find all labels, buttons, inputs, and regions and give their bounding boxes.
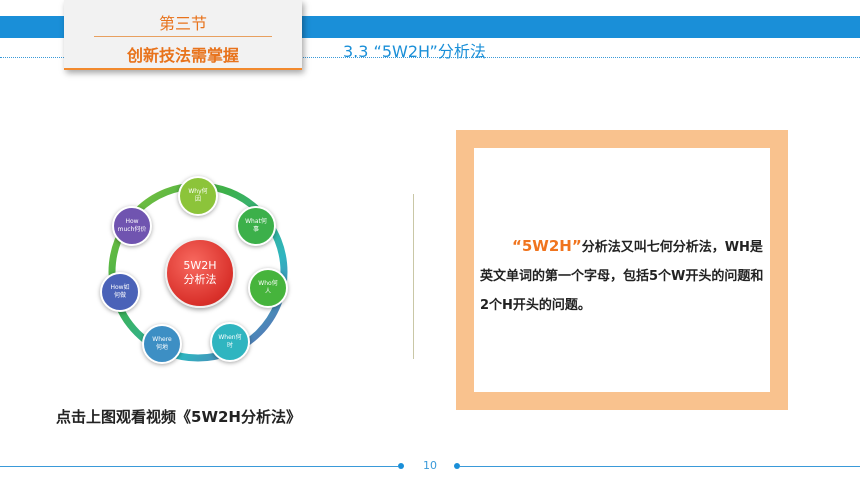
node-where: Where 何地 [142,324,182,364]
footer-dot-right [454,463,460,469]
header-dotted-line [0,57,860,58]
footer-line-right [460,466,860,467]
node-label: When何 [218,334,242,342]
center-label-line2: 分析法 [183,273,217,286]
node-label: How [125,218,139,226]
center-circle: 5W2H 分析法 [165,238,235,308]
node-label: Where [152,336,172,344]
5w2h-cycle-diagram[interactable]: 5W2H 分析法 Why何 因 What何 事 Who何 人 When何 时 W… [92,170,310,382]
page-number: 10 [423,459,437,472]
vertical-divider [413,194,414,359]
section-number: 第三节 [158,14,207,33]
node-why: Why何 因 [178,176,218,216]
section-divider [94,36,272,37]
node-how-much: How much何价 [112,206,152,246]
description-highlight: “5W2H” [512,237,582,255]
description-body: 分析法又叫七何分析法，WH是英文单词的第一个字母，包括5个W开头的问题和2个H开… [480,240,764,313]
center-label-line1: 5W2H [183,258,217,272]
node-label: 人 [264,288,271,295]
node-label: 何地 [155,344,168,351]
node-when: When何 时 [210,322,250,362]
node-label: Why何 [188,188,208,196]
node-what: What何 事 [236,206,276,246]
section-title: 创新技法需掌握 [126,46,239,65]
footer-dot-left [398,463,404,469]
footer-line-left [0,466,398,467]
node-label: Who何 [258,280,278,288]
node-label: 事 [252,226,259,233]
slide-subtitle: 3.3 “5W2H”分析法 [343,42,486,61]
node-label: 何做 [113,292,126,299]
node-label: What何 [245,218,267,226]
video-caption-link[interactable]: 点击上图观看视频《5W2H分析法》 [56,408,301,426]
node-how: How如 何做 [100,272,140,312]
section-tab: 第三节 创新技法需掌握 [64,0,302,70]
node-label: much何价 [117,226,147,233]
description-panel [474,148,770,392]
node-who: Who何 人 [248,268,288,308]
node-label: 因 [194,196,201,203]
node-label: 时 [226,342,233,349]
description-text: “5W2H”分析法又叫七何分析法，WH是英文单词的第一个字母，包括5个W开头的问… [480,232,766,320]
node-label: How如 [110,284,130,292]
